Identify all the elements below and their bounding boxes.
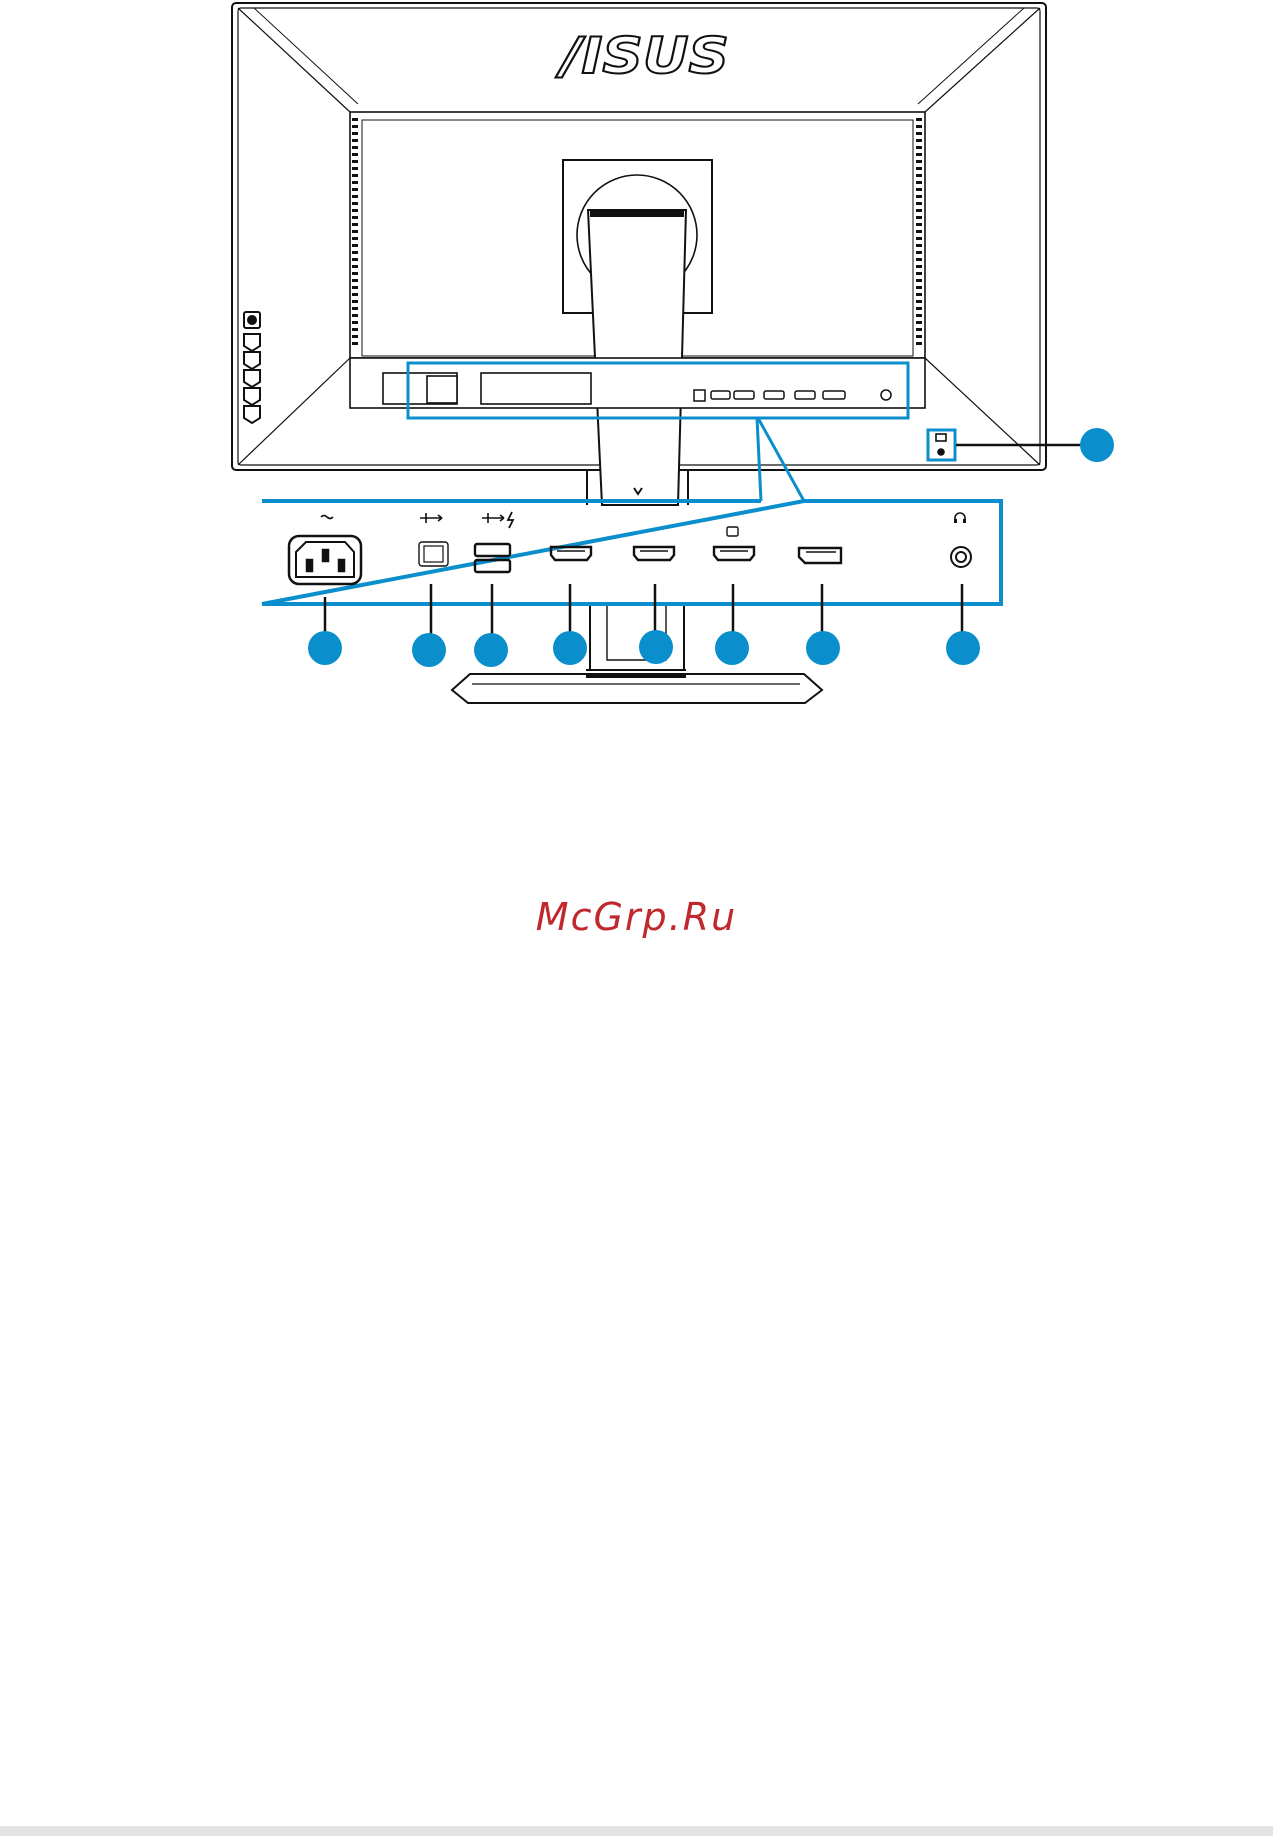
vent-slot <box>352 230 358 233</box>
ac-power-icon <box>289 516 361 585</box>
vent-slot <box>352 181 358 184</box>
vent-slot <box>352 132 358 135</box>
stand-base <box>452 674 822 703</box>
vent-slot <box>916 286 922 289</box>
vent-slot <box>352 314 358 317</box>
vent-slot <box>352 174 358 177</box>
vent-slot <box>352 139 358 142</box>
vent-slot <box>352 209 358 212</box>
vent-slot <box>352 307 358 310</box>
callout-marker <box>639 630 673 664</box>
vent-slot <box>352 167 358 170</box>
usb-icon <box>419 513 448 566</box>
zoom-leader-lines <box>757 418 804 501</box>
vent-slot <box>352 244 358 247</box>
callout-marker <box>715 631 749 665</box>
vent-slot <box>916 265 922 268</box>
vent-slot <box>916 342 922 345</box>
vent-left <box>352 118 358 345</box>
side-button-column <box>244 312 260 423</box>
vent-right <box>916 118 922 345</box>
vent-slot <box>352 293 358 296</box>
vent-slot <box>916 230 922 233</box>
vent-slot <box>916 209 922 212</box>
vent-slot <box>352 335 358 338</box>
brand-logo: /ISUS <box>555 27 729 85</box>
vent-slot <box>916 293 922 296</box>
vent-slot <box>916 258 922 261</box>
vent-slot <box>352 202 358 205</box>
lock-slot <box>936 434 946 455</box>
vent-slot <box>916 181 922 184</box>
vent-slot <box>352 216 358 219</box>
vent-slot <box>352 237 358 240</box>
vent-slot <box>352 258 358 261</box>
vent-slot <box>916 188 922 191</box>
vent-slot <box>352 286 358 289</box>
vent-slot <box>916 167 922 170</box>
vent-slot <box>352 146 358 149</box>
vent-slot <box>916 216 922 219</box>
vent-slot <box>916 195 922 198</box>
vent-slot <box>916 279 922 282</box>
callout-marker <box>308 631 342 665</box>
vent-slot <box>352 300 358 303</box>
vent-slot <box>352 251 358 254</box>
vent-slot <box>352 188 358 191</box>
io-strip <box>350 358 925 408</box>
callout-marker <box>1080 428 1114 462</box>
vent-slot <box>916 174 922 177</box>
vent-slot <box>916 300 922 303</box>
vent-slot <box>352 342 358 345</box>
vent-slot <box>916 125 922 128</box>
vent-slot <box>352 125 358 128</box>
callout-marker <box>946 631 980 665</box>
vent-slot <box>916 146 922 149</box>
vent-slot <box>916 321 922 324</box>
footer-strip <box>0 1826 1273 1836</box>
vent-slot <box>916 328 922 331</box>
callout-frame-large <box>262 501 1001 604</box>
vent-slot <box>916 202 922 205</box>
vent-slot <box>352 321 358 324</box>
vent-slot <box>352 279 358 282</box>
vent-slot <box>916 251 922 254</box>
vent-slot <box>916 223 922 226</box>
vent-slot <box>916 139 922 142</box>
vent-slot <box>352 153 358 156</box>
vent-slot <box>352 272 358 275</box>
vent-slot <box>916 314 922 317</box>
vent-slot <box>352 328 358 331</box>
vent-slot <box>916 118 922 121</box>
callout-marker <box>474 633 508 667</box>
stand-hinge <box>563 160 712 505</box>
vent-slot <box>916 132 922 135</box>
callout-marker <box>806 631 840 665</box>
callout-marker <box>553 631 587 665</box>
vent-slot <box>916 160 922 163</box>
vent-slot <box>916 335 922 338</box>
vent-slot <box>916 153 922 156</box>
vent-slot <box>916 237 922 240</box>
vent-slot <box>916 272 922 275</box>
vent-slot <box>352 265 358 268</box>
vent-slot <box>352 118 358 121</box>
vent-slot <box>916 244 922 247</box>
callout-marker <box>412 633 446 667</box>
vent-slot <box>352 195 358 198</box>
vent-slot <box>352 160 358 163</box>
vent-slot <box>352 223 358 226</box>
vent-slot <box>916 307 922 310</box>
watermark-text: McGrp.Ru <box>0 895 1273 939</box>
